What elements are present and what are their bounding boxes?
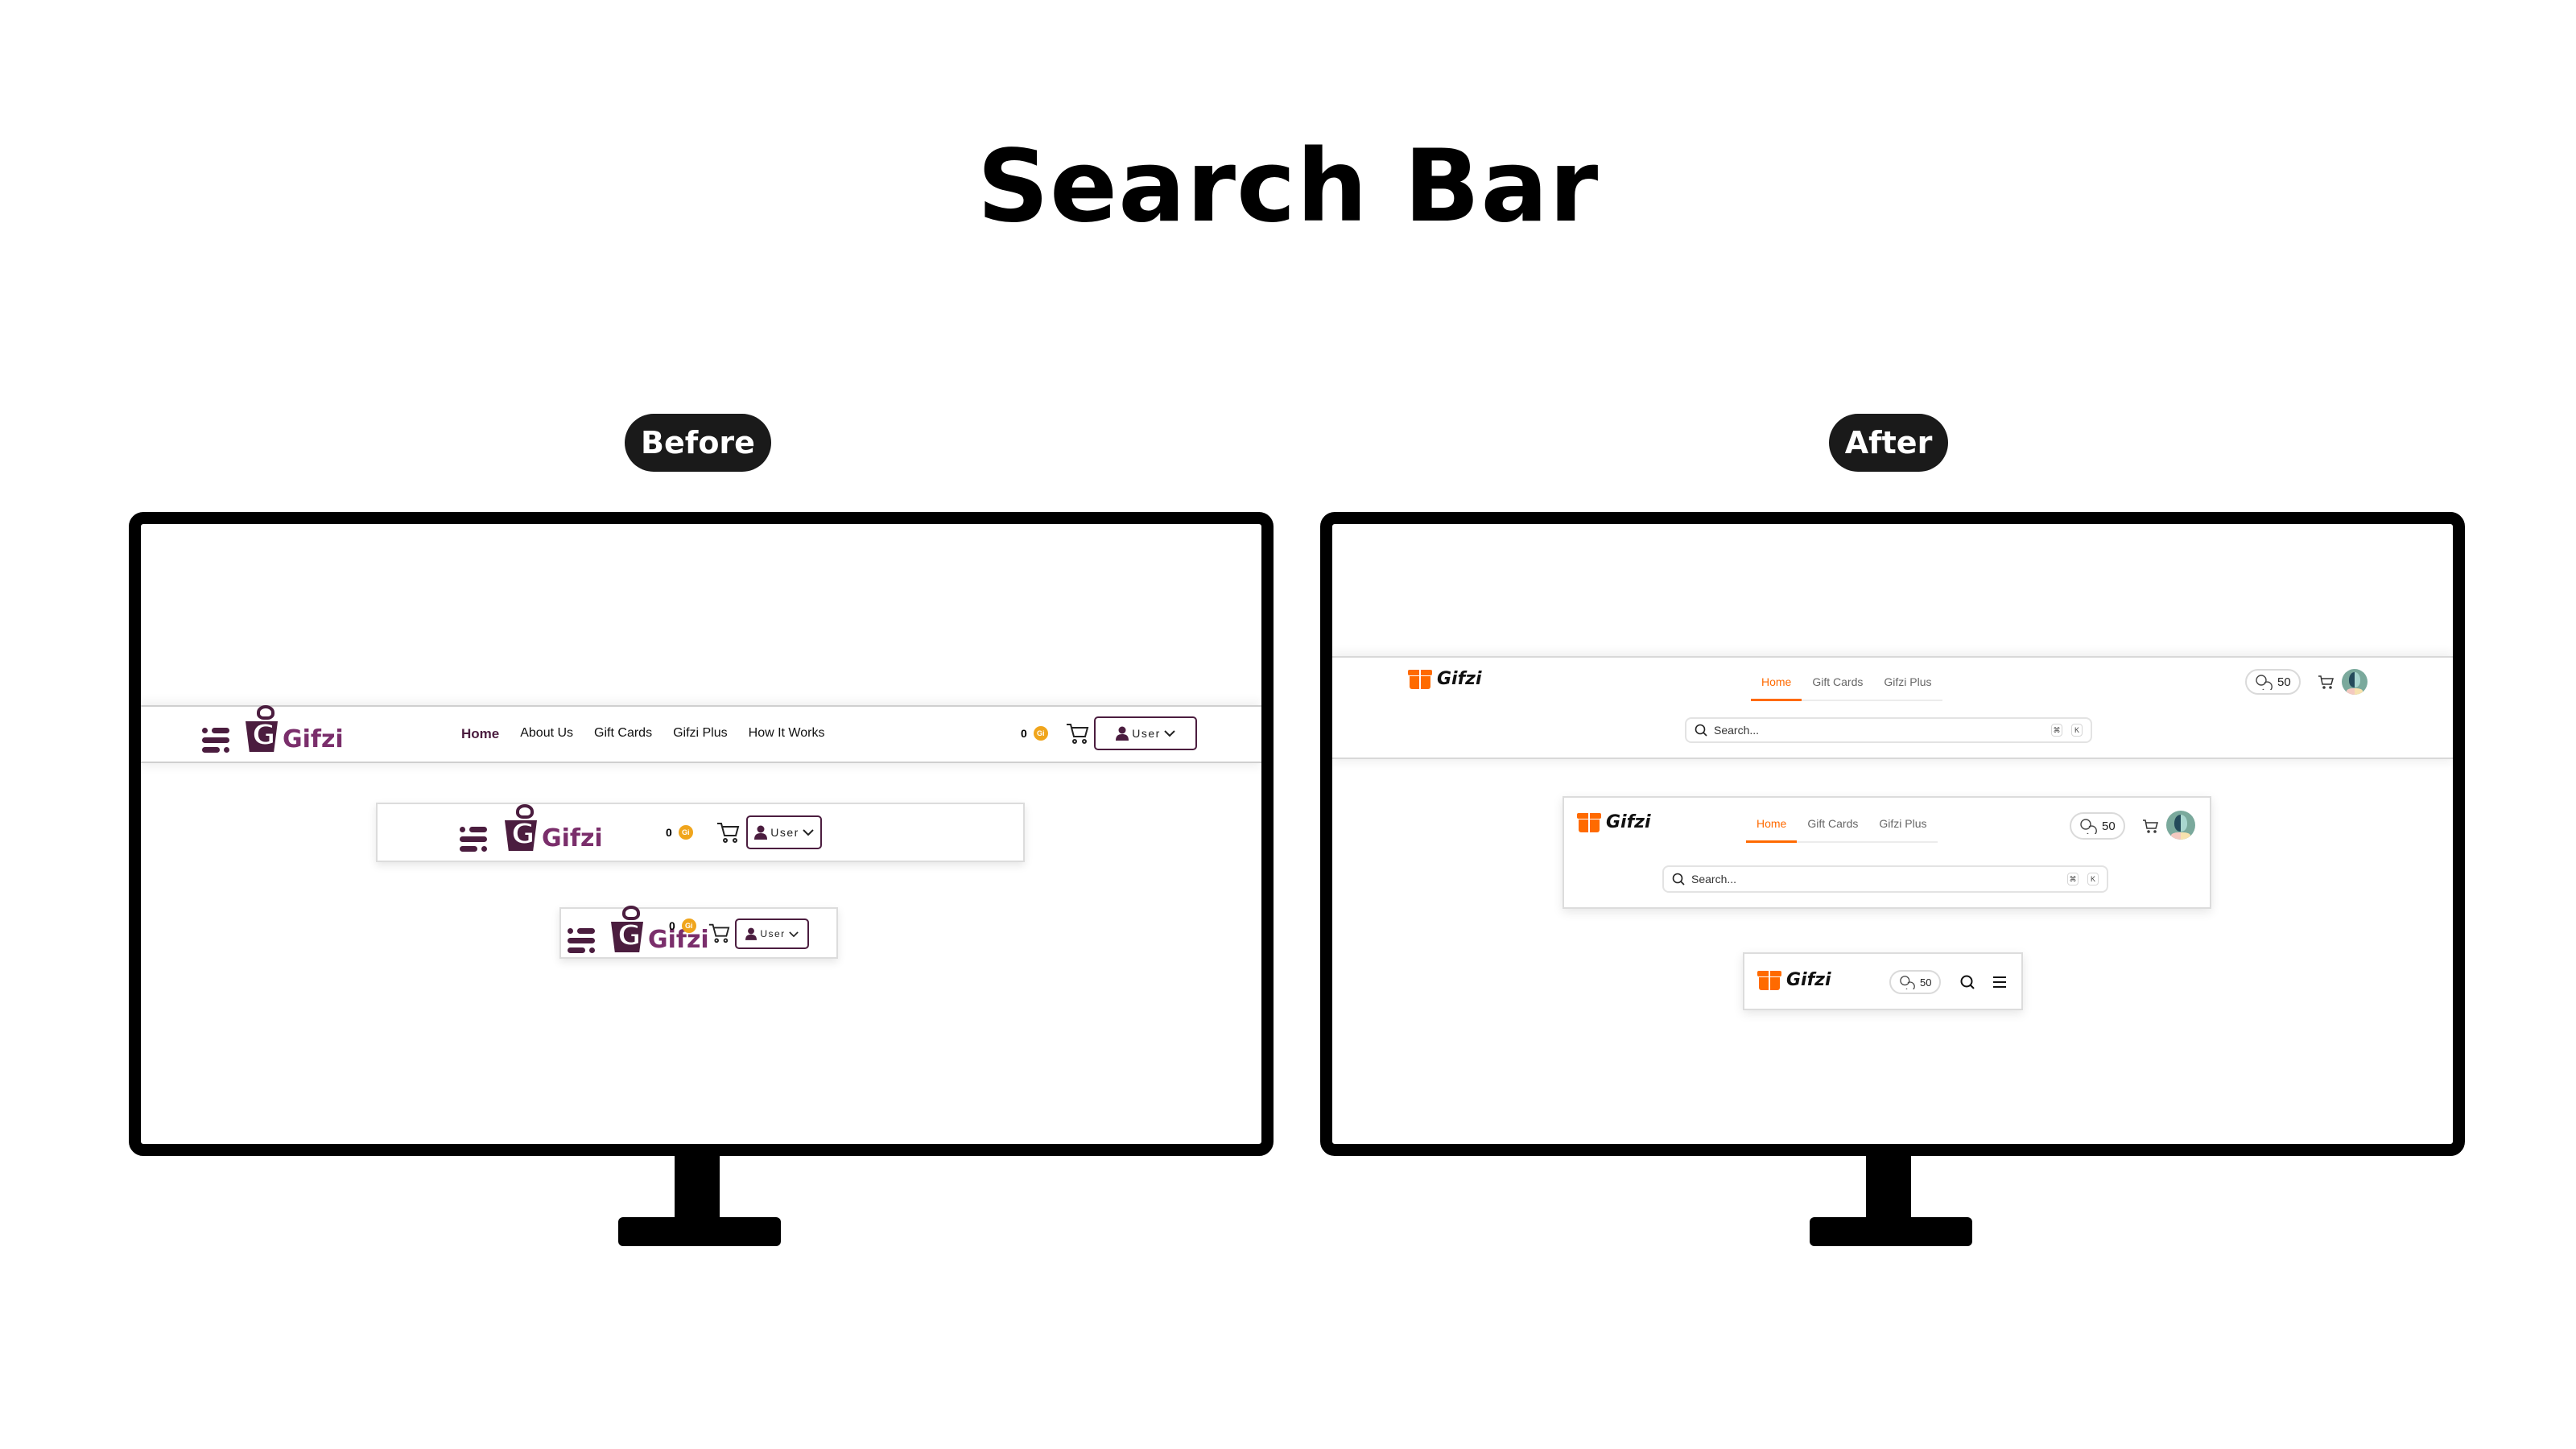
cart-icon[interactable] [1065, 721, 1089, 749]
after-nav-tabs: Home Gift Cards Gifzi Plus [1746, 817, 1938, 843]
chevron-down-icon [788, 931, 799, 937]
cmd-key: ⌘ [2051, 724, 2062, 737]
gift-logo-icon [1577, 812, 1601, 832]
tab-home[interactable]: Home [1746, 817, 1798, 843]
points-badge[interactable]: 50 [2245, 669, 2301, 695]
before-tablet-header: G Gifzi 0 Gi User [376, 803, 1025, 862]
points-badge[interactable]: 50 [1889, 970, 1942, 994]
chevron-down-icon [803, 829, 814, 836]
search-input[interactable] [1691, 873, 2058, 886]
logo-text: Gifzi [1606, 812, 1651, 832]
search-icon[interactable] [1957, 972, 1978, 993]
nav-home[interactable]: Home [461, 726, 500, 741]
menu-icon[interactable] [568, 928, 597, 956]
cart-icon[interactable] [716, 820, 740, 848]
user-label: User [760, 928, 786, 939]
before-mobile-header: G Gifzi 0 Gi User [559, 906, 838, 959]
points-value: 50 [2102, 819, 2116, 833]
coin-balance[interactable]: 0 Gi [666, 825, 693, 840]
gift-bag-icon: G [611, 906, 646, 952]
search-icon [1695, 724, 1707, 737]
nav-how-it-works[interactable]: How It Works [748, 726, 825, 740]
search-icon [1672, 873, 1685, 886]
user-icon [1116, 726, 1129, 741]
coin-count: 0 [669, 919, 675, 932]
cmd-key: ⌘ [2067, 873, 2079, 886]
after-monitor-base [1810, 1217, 1972, 1246]
coins-icon [2080, 819, 2097, 834]
nav-about-us[interactable]: About Us [520, 726, 574, 740]
search-bar[interactable]: ⌘ K [1685, 717, 2092, 743]
before-monitor-stand [675, 1154, 720, 1224]
cart-icon[interactable] [708, 922, 730, 948]
gift-logo-icon [1757, 970, 1781, 990]
user-label: User [1132, 727, 1161, 740]
tab-gift-cards[interactable]: Gift Cards [1812, 675, 1864, 688]
before-label: Before [625, 414, 771, 472]
k-key: K [2071, 724, 2083, 737]
nav-gift-cards[interactable]: Gift Cards [594, 726, 653, 740]
coin-icon: Gi [678, 825, 693, 840]
gifzi-logo[interactable]: Gifzi [1577, 812, 1651, 832]
coin-balance[interactable]: 0 Gi [1021, 726, 1048, 741]
logo-text: Gifzi [648, 926, 709, 954]
points-value: 50 [1920, 976, 1932, 989]
points-value: 50 [2277, 675, 2291, 689]
gift-bag-icon: G [505, 804, 540, 851]
before-monitor: G Gifzi Home About Us Gift Cards Gifzi P… [129, 512, 1274, 1156]
page-title: Search Bar [976, 129, 1600, 245]
hamburger-icon[interactable] [1989, 972, 2010, 993]
logo-text: Gifzi [283, 725, 344, 753]
after-monitor-stand [1866, 1154, 1911, 1224]
user-dropdown[interactable]: User [1094, 716, 1197, 750]
menu-icon[interactable] [460, 827, 489, 854]
user-label: User [770, 826, 799, 839]
coin-balance[interactable]: 0 Gi [669, 919, 696, 933]
gifzi-logo[interactable]: Gifzi [1408, 669, 1482, 689]
user-icon [754, 825, 768, 840]
gifzi-logo[interactable]: G Gifzi [505, 804, 603, 852]
after-monitor: Gifzi Home Gift Cards Gifzi Plus ⌘ K 50 … [1320, 512, 2465, 1156]
tab-home[interactable]: Home [1751, 675, 1802, 701]
user-dropdown[interactable]: User [735, 919, 809, 949]
gifzi-logo[interactable]: G Gifzi [246, 705, 344, 753]
gifzi-logo[interactable]: Gifzi [1757, 970, 1831, 990]
nav-gifzi-plus[interactable]: Gifzi Plus [673, 726, 728, 740]
k-key: K [2087, 873, 2099, 886]
user-dropdown[interactable]: User [746, 815, 822, 849]
before-monitor-base [618, 1217, 781, 1246]
avatar[interactable] [2342, 669, 2368, 695]
before-desktop-header: G Gifzi Home About Us Gift Cards Gifzi P… [141, 705, 1261, 763]
logo-text: Gifzi [542, 824, 603, 852]
chevron-down-icon [1164, 730, 1175, 737]
after-label: After [1829, 414, 1948, 472]
tab-gift-cards[interactable]: Gift Cards [1807, 817, 1859, 830]
coins-icon [1900, 976, 1915, 989]
menu-icon[interactable] [202, 728, 231, 755]
before-nav: Home About Us Gift Cards Gifzi Plus How … [461, 726, 824, 742]
user-icon [745, 927, 758, 940]
after-nav-tabs: Home Gift Cards Gifzi Plus [1751, 675, 1942, 701]
coin-count: 0 [1021, 727, 1027, 740]
cart-icon[interactable] [2316, 672, 2335, 691]
search-bar[interactable]: ⌘ K [1662, 865, 2108, 893]
tab-gifzi-plus[interactable]: Gifzi Plus [1879, 817, 1927, 830]
avatar[interactable] [2166, 811, 2195, 840]
gifzi-logo[interactable]: G Gifzi [611, 906, 709, 954]
cart-icon[interactable] [2140, 816, 2160, 836]
after-mobile-header: Gifzi 50 [1743, 952, 2023, 1010]
coin-count: 0 [666, 826, 672, 839]
logo-text: Gifzi [1786, 970, 1831, 990]
search-input[interactable] [1714, 724, 2042, 737]
logo-text: Gifzi [1437, 669, 1482, 689]
coin-icon: Gi [1033, 726, 1048, 741]
tab-gifzi-plus[interactable]: Gifzi Plus [1884, 675, 1932, 688]
after-desktop-header: Gifzi Home Gift Cards Gifzi Plus ⌘ K 50 [1332, 656, 2453, 759]
gift-logo-icon [1408, 669, 1432, 689]
points-badge[interactable]: 50 [2070, 812, 2125, 840]
after-tablet-header: Gifzi Home Gift Cards Gifzi Plus ⌘ K 50 [1563, 796, 2211, 909]
coin-icon: Gi [681, 919, 696, 933]
gift-bag-icon: G [246, 705, 281, 752]
coins-icon [2256, 675, 2273, 690]
